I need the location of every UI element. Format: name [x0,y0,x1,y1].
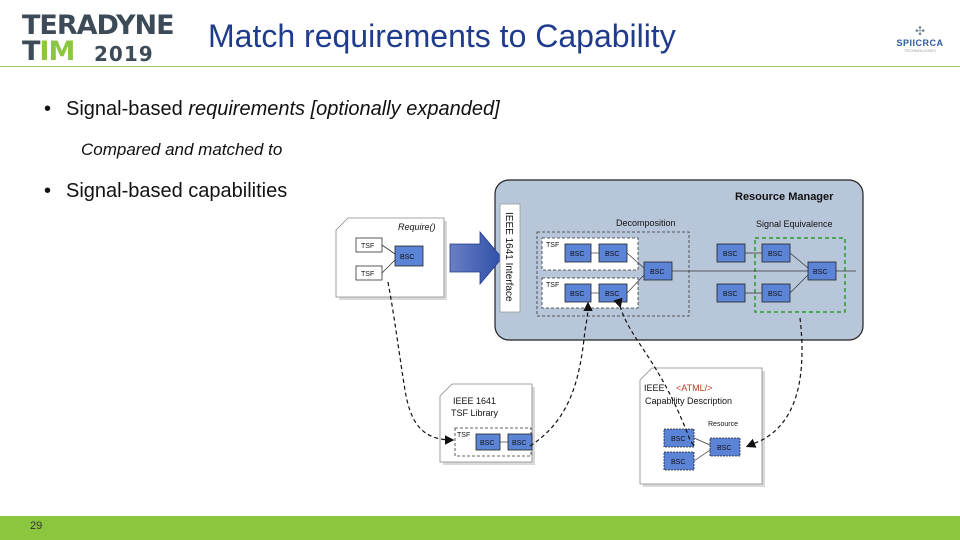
header-divider [0,66,960,67]
decomposition-label: Decomposition [616,218,676,228]
atml-logo: <ATML/> [676,383,712,393]
interface-bar [499,203,521,313]
logo-year: 2019 [94,42,154,66]
tsf-label: TSF [361,271,374,278]
bullet-text-italic: requirements [optionally expanded] [188,98,500,120]
bsc-label: BSC [480,440,494,447]
library-title-2: TSF Library [451,408,499,418]
match-to-capability-connector [745,317,803,448]
bsc-label: BSC [723,291,737,298]
cap-ieee-label: IEEE [644,383,665,393]
big-arrow-icon [449,230,503,286]
bsc-box [394,245,424,267]
bullet-icon: • [44,98,52,120]
resource-manager-title: Resource Manager [735,191,834,203]
bsc-box [709,437,741,457]
require-label: Require() [398,222,436,232]
brand-sub: TECHNOLOGIES [904,48,936,53]
teradyne-tim-logo: TERADYNE TIM 2019 [22,10,175,67]
bsc-label: BSC [813,269,827,276]
logo-line1: TERADYNE [22,10,175,41]
bsc-label: BSC [671,436,685,443]
matched-group [754,237,846,313]
bsc-label: BSC [717,445,731,452]
bsc-label: BSC [650,269,664,276]
bsc-label: BSC [605,251,619,258]
tsf-label: TSF [457,432,470,439]
bsc-label: BSC [768,251,782,258]
tsf-label: TSF [546,242,559,249]
brand-name: SPIICRCA [896,38,944,48]
bsc-label: BSC [768,291,782,298]
page-number: 29 [30,520,43,532]
bsc-label: BSC [400,254,414,261]
bsc-label: BSC [570,291,584,298]
bullet-capabilities: • Signal-based capabilities [44,180,287,203]
page-title: Match requirements to Capability [208,18,676,54]
bullet-text: Signal-based capabilities [66,180,288,202]
resource-label: Resource [708,421,738,428]
bullet-text: Signal-based [66,98,189,120]
footer-bar [0,516,960,540]
bsc-label: BSC [512,440,526,447]
signal-equivalence-label: Signal Equivalence [756,219,833,229]
interface-label: IEEE 1641 Interface [503,212,514,302]
bsc-label: BSC [671,459,685,466]
bullet-icon: • [44,180,52,202]
library-title-1: IEEE 1641 [453,396,496,406]
brand-mark-icon: ✣ [914,24,926,38]
tsf-label: TSF [361,243,374,250]
logo-line2: TIM [22,36,75,67]
bsc-label: BSC [723,251,737,258]
tsf-label: TSF [546,282,559,289]
spherea-logo: ✣ SPIICRCA TECHNOLOGIES [896,24,944,60]
bsc-label: BSC [605,291,619,298]
sub-text: Compared and matched to [81,140,283,159]
capability-description-label: Capability Description [645,396,732,406]
bsc-label: BSC [570,251,584,258]
bullet-requirements: • Signal-based requirements [optionally e… [44,98,500,121]
library-to-rm-connector [529,301,593,447]
